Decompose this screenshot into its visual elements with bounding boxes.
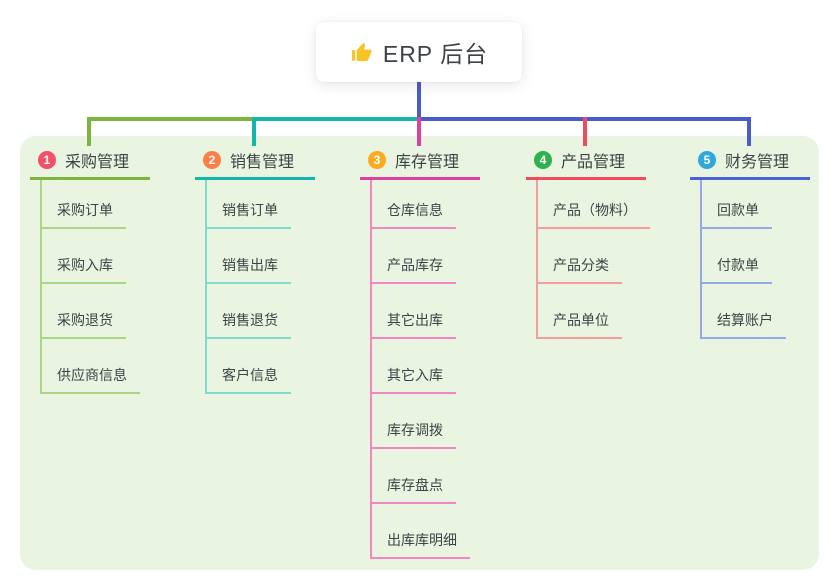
branch-child-spine xyxy=(205,179,207,394)
branch-child-spine xyxy=(536,179,538,339)
branch-child-spine xyxy=(370,179,372,559)
child-node[interactable]: 其它入库 xyxy=(370,367,456,394)
child-node[interactable]: 库存调拨 xyxy=(370,422,456,449)
branch-title: 库存管理 xyxy=(395,154,460,171)
branch-drop-line-5 xyxy=(747,117,751,146)
branch-node-4[interactable]: 4 产品管理 xyxy=(526,146,646,180)
child-node[interactable]: 结算账户 xyxy=(700,312,786,339)
branch-number-badge: 4 xyxy=(534,151,552,169)
child-node[interactable]: 产品（物料） xyxy=(536,202,650,229)
branch-title: 采购管理 xyxy=(65,154,130,171)
child-node[interactable]: 产品分类 xyxy=(536,257,622,284)
root-node-erp[interactable]: ERP 后台 xyxy=(316,22,522,82)
child-node[interactable]: 库存盘点 xyxy=(370,477,456,504)
branch-number-badge: 3 xyxy=(368,151,386,169)
branch-node-3[interactable]: 3 库存管理 xyxy=(360,146,480,180)
branch-node-2[interactable]: 2 销售管理 xyxy=(195,146,315,180)
branches-panel xyxy=(20,136,819,570)
child-node[interactable]: 其它出库 xyxy=(370,312,456,339)
branch-title: 财务管理 xyxy=(725,154,790,171)
branch-drop-line-2 xyxy=(252,117,256,146)
root-connector-line xyxy=(417,82,421,121)
child-node[interactable]: 销售退货 xyxy=(205,312,291,339)
child-node[interactable]: 产品库存 xyxy=(370,257,456,284)
branch-number-badge: 2 xyxy=(203,151,221,169)
branch-title: 销售管理 xyxy=(230,154,295,171)
child-node[interactable]: 采购退货 xyxy=(40,312,126,339)
bus-segment-green xyxy=(87,117,254,121)
branch-child-spine xyxy=(700,179,702,339)
thumbs-up-icon xyxy=(350,41,373,64)
child-node[interactable]: 产品单位 xyxy=(536,312,622,339)
root-node-label: ERP 后台 xyxy=(382,41,489,67)
branch-number-badge: 5 xyxy=(698,151,716,169)
branch-title: 产品管理 xyxy=(561,154,626,171)
child-node[interactable]: 销售出库 xyxy=(205,257,291,284)
child-node[interactable]: 采购入库 xyxy=(40,257,126,284)
branch-drop-line-4 xyxy=(583,117,587,146)
branch-child-spine xyxy=(40,179,42,394)
branch-drop-line-3 xyxy=(417,117,421,146)
child-node[interactable]: 采购订单 xyxy=(40,202,126,229)
bus-segment-teal xyxy=(252,117,419,121)
child-node[interactable]: 客户信息 xyxy=(205,367,291,394)
branch-node-5[interactable]: 5 财务管理 xyxy=(690,146,810,180)
child-node[interactable]: 销售订单 xyxy=(205,202,291,229)
child-node[interactable]: 回款单 xyxy=(700,202,772,229)
child-node[interactable]: 仓库信息 xyxy=(370,202,456,229)
branch-node-1[interactable]: 1 采购管理 xyxy=(30,146,150,180)
child-node[interactable]: 供应商信息 xyxy=(40,367,140,394)
child-node[interactable]: 出库库明细 xyxy=(370,532,470,559)
branch-drop-line-1 xyxy=(87,117,91,146)
child-node[interactable]: 付款单 xyxy=(700,257,772,284)
branch-number-badge: 1 xyxy=(38,151,56,169)
